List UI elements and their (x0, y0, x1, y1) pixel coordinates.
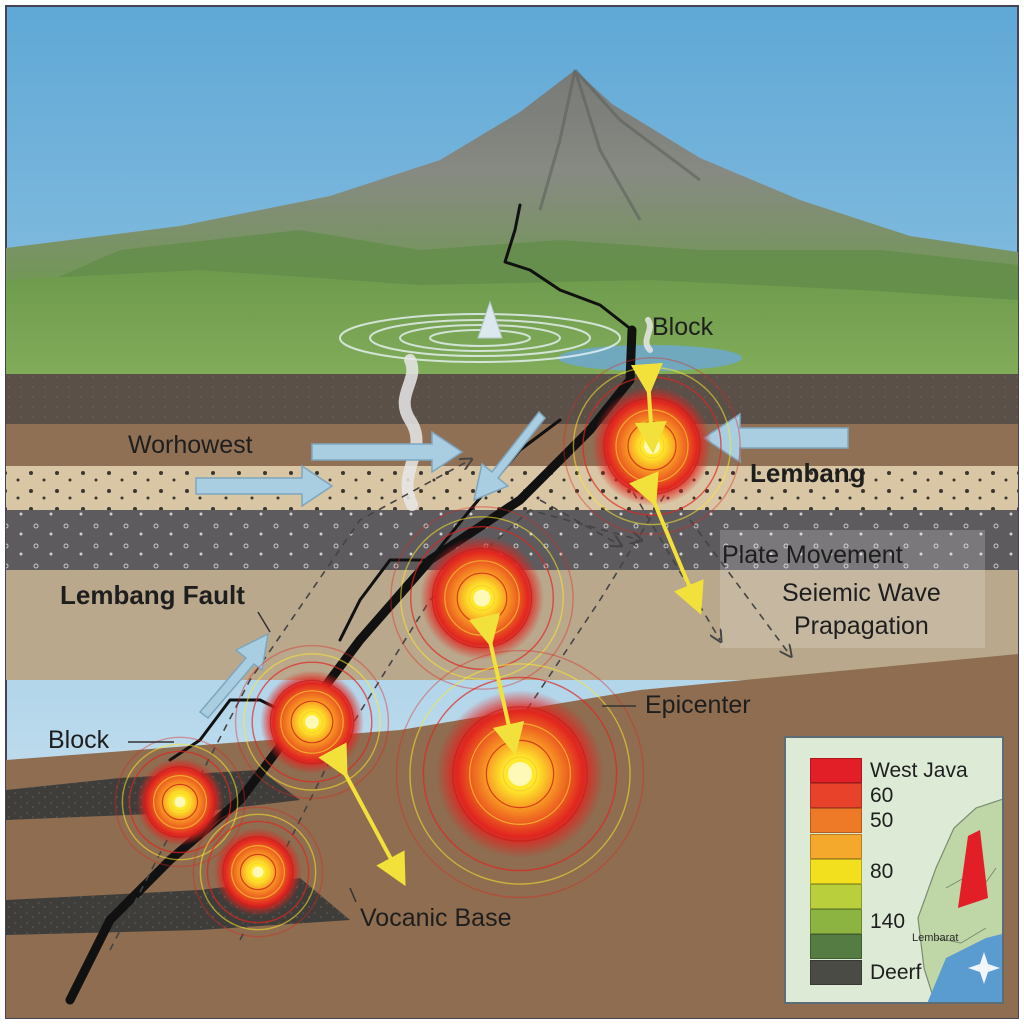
epicenter-burst (192, 806, 324, 938)
arrow-east-lower (195, 464, 334, 508)
legend-label: 80 (870, 859, 894, 883)
legend-item: Deerf (810, 959, 980, 985)
yellow-motion-arrows (318, 362, 704, 887)
arrow-up-right (198, 632, 269, 720)
legend-item (810, 934, 980, 960)
legend-label: Deerf (870, 960, 922, 984)
label-lembang: Lembang (750, 458, 866, 488)
label-block-left: Block (48, 726, 110, 754)
surface-ripples (339, 300, 742, 371)
legend-swatch (810, 833, 862, 859)
legend-swatch (810, 959, 862, 985)
legend-swatch (810, 808, 862, 834)
legend-label: 50 (870, 809, 894, 833)
label-epicenter: Epicenter (645, 691, 751, 719)
legend-swatch (810, 909, 862, 935)
legend-item: 80 (810, 858, 980, 884)
legend-swatch (810, 783, 862, 809)
legend-swatch (810, 858, 862, 884)
arrow-down-left (472, 410, 547, 502)
plate-movement-arrows (195, 410, 849, 720)
label-block-top: Block (652, 313, 714, 341)
arrow-west (702, 412, 849, 464)
label-plate-movement: Plate Movement (722, 541, 903, 569)
map-highlight-region (958, 830, 988, 908)
label-lembang-fault: Lembang Fault (60, 580, 245, 610)
label-seismic-line1: Seiemic Wave (782, 579, 941, 607)
legend-item: West Java (810, 758, 980, 783)
label-volcanic-base: Vocanic Base (360, 904, 512, 932)
legend-label: 140 (870, 910, 906, 934)
green-plain (6, 270, 1018, 380)
legend-item: 60 (810, 783, 980, 809)
arrow-east-upper (311, 430, 464, 474)
legend-swatch (810, 934, 862, 960)
epicenter-burst (114, 736, 246, 868)
legend-item: 140 (810, 909, 980, 935)
legend-map-label: Lembarat (912, 932, 959, 944)
leader-lines (128, 611, 636, 903)
legend-swatch (810, 884, 862, 909)
legend-swatch (810, 758, 862, 783)
label-seismic-wave: Seiemic Wave Prapagation (782, 577, 941, 642)
legend-item (810, 833, 980, 859)
steam-plume (398, 317, 653, 511)
legend-label: 60 (870, 784, 894, 808)
label-worhowest: Worhowest (128, 431, 253, 459)
legend-item: 50 (810, 808, 980, 834)
legend-item (810, 884, 980, 909)
legend-label: West Java (870, 759, 968, 782)
label-seismic-line2: Prapagation (794, 611, 929, 640)
